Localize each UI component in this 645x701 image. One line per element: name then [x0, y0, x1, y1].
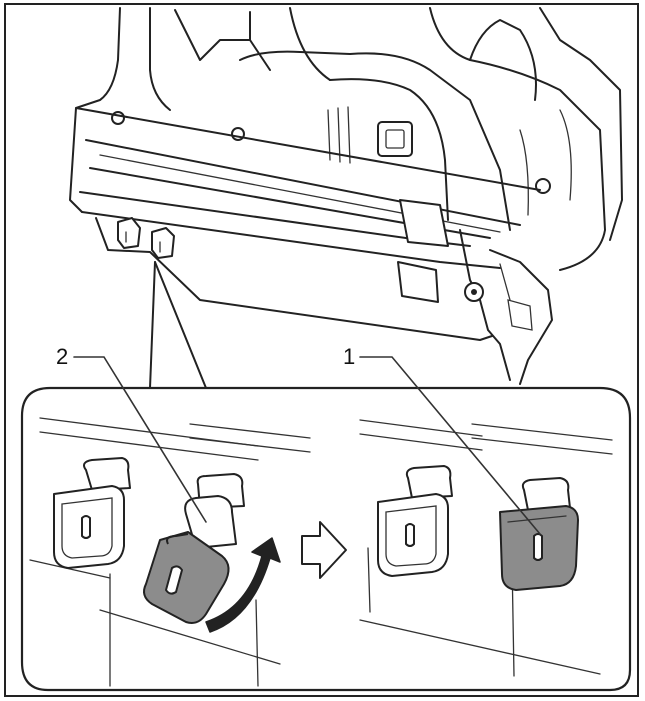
zoom-line-left [149, 261, 156, 389]
callout-label-1: 1 [343, 344, 355, 369]
latch-right-released [499, 477, 579, 591]
callout-label-2: 2 [56, 344, 68, 369]
nailer-body [69, 7, 623, 385]
latch-left-locked [53, 457, 131, 569]
right-arrow-icon [301, 521, 347, 579]
callout-2: 2 [56, 344, 207, 523]
rotate-arrow-icon [205, 537, 281, 633]
callout-1: 1 [343, 344, 541, 535]
latch-right-locked [377, 465, 453, 577]
zoom-line-right [154, 261, 207, 389]
detail-panel [20, 386, 632, 692]
page-frame [4, 3, 639, 697]
